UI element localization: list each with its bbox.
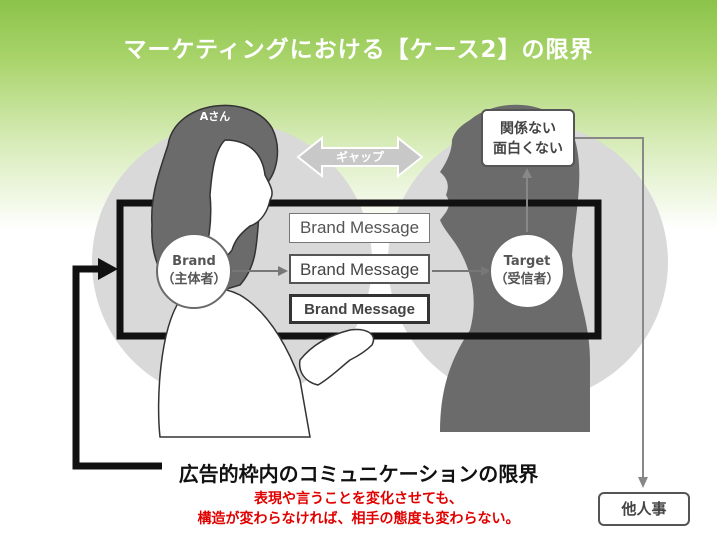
brand-node: Brand （主体者） <box>156 233 232 309</box>
gap-double-arrow <box>296 135 424 179</box>
arrowhead-brand-to-message <box>278 266 288 276</box>
brand-node-subtitle: （主体者） <box>161 272 227 287</box>
reaction-line-1: 関係ない <box>500 121 556 137</box>
limit-callout: 広告的枠内のコミュニケーションの限界 <box>178 462 539 486</box>
brand-message-medium: Brand Message <box>289 254 430 284</box>
note-line-2: 構造が変わらなければ、相手の態度も変わらない。 <box>197 511 520 527</box>
reaction-box: 関係ない 面白くない <box>481 109 575 167</box>
target-node: Target （受信者） <box>489 233 565 309</box>
sender-hand <box>298 328 375 386</box>
gap-label: ギャップ <box>335 150 384 164</box>
arrowhead-target-to-reaction <box>522 168 532 178</box>
reaction-line-2: 面白くない <box>493 141 563 157</box>
arrowhead-message-to-target <box>481 266 491 276</box>
feedback-loop-arrowhead <box>98 258 118 280</box>
brand-message-thin: Brand Message <box>289 213 430 243</box>
arrowhead-reaction-to-others <box>638 477 648 488</box>
person-label: Aさん <box>199 110 231 123</box>
arrow-reaction-to-others <box>575 137 644 478</box>
others-box: 他人事 <box>598 492 690 526</box>
note-line-1: 表現や言うことを変化させても、 <box>254 491 463 507</box>
feedback-loop-arrow <box>72 265 162 470</box>
target-node-title: Target <box>503 254 551 269</box>
page-title: マーケティングにおける【ケース2】の限界 <box>123 37 594 63</box>
brand-node-title: Brand <box>172 254 216 269</box>
sender-face <box>204 139 273 260</box>
brand-message-bold: Brand Message <box>289 294 430 324</box>
target-node-subtitle: （受信者） <box>494 272 560 287</box>
